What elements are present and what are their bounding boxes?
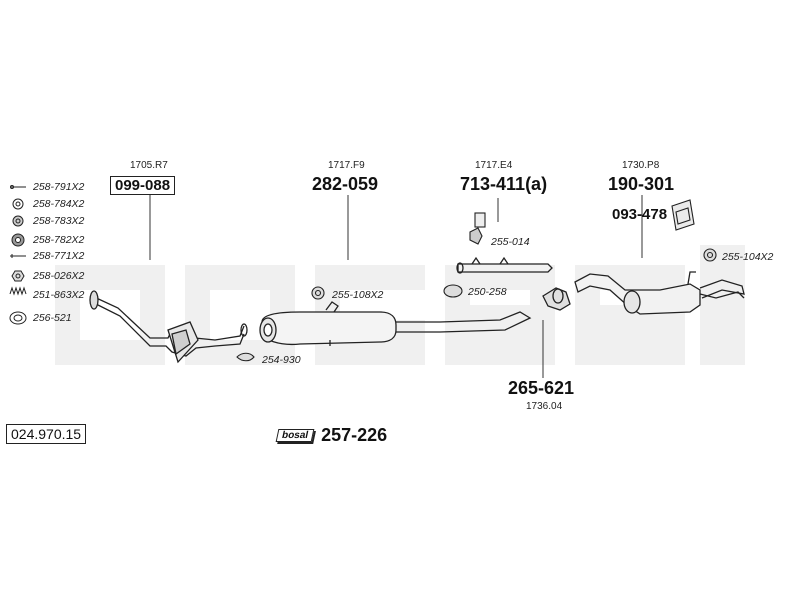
leader-lines bbox=[149, 195, 643, 378]
bolt-icon bbox=[10, 185, 26, 189]
rear-muffler-ref: 1730.P8 bbox=[622, 160, 660, 171]
washer-icon bbox=[12, 198, 24, 210]
diagram-code: 024.970.15 bbox=[6, 424, 87, 444]
kit-part-number[interactable]: 257-226 bbox=[321, 425, 388, 445]
front-pipe-drawing bbox=[89, 290, 248, 364]
legend-item: 251-863X2 bbox=[33, 289, 85, 301]
front-pipe-part-number[interactable]: 099-088 bbox=[110, 176, 176, 195]
legend-item: 258-783X2 bbox=[33, 215, 85, 227]
connector-ref: 1736.04 bbox=[526, 401, 563, 412]
rear-muffler-drawing bbox=[574, 271, 745, 315]
stud-icon bbox=[10, 254, 26, 258]
intermediate-pipe-part-number[interactable]: 713-411(a) bbox=[460, 174, 548, 194]
legend-item: 258-782X2 bbox=[33, 234, 85, 246]
clamp-mid-label[interactable]: 255-014 bbox=[491, 236, 530, 248]
center-muffler-ref: 1717.F9 bbox=[328, 160, 365, 171]
center-muffler-drawing bbox=[259, 301, 532, 346]
legend-item: 258-026X2 bbox=[33, 270, 85, 282]
legend-item: 258-791X2 bbox=[33, 181, 85, 193]
hardware-icons bbox=[236, 199, 717, 362]
spring-washer-icon bbox=[12, 215, 24, 227]
hex-nut-icon bbox=[11, 270, 25, 282]
legend-icons bbox=[9, 185, 27, 325]
intermediate-pipe-ref: 1717.E4 bbox=[475, 160, 513, 171]
connector-drawing bbox=[542, 287, 571, 311]
spring-icon bbox=[9, 286, 27, 296]
gasket-ring-icon bbox=[9, 311, 27, 325]
legend-item: 258-771X2 bbox=[33, 250, 85, 262]
rear-muffler-part-number[interactable]: 190-301 bbox=[608, 174, 675, 194]
rear-bracket-part-number[interactable]: 093-478 bbox=[612, 206, 668, 223]
clamp-center-label[interactable]: 255-108X2 bbox=[332, 289, 384, 301]
bosal-logo: bosal bbox=[275, 429, 315, 442]
center-muffler-part-number[interactable]: 282-059 bbox=[312, 174, 379, 194]
legend-item: 256-521 bbox=[33, 312, 72, 324]
clamp-mid2-label[interactable]: 250-258 bbox=[468, 286, 507, 298]
front-pipe-ref: 1705.R7 bbox=[130, 160, 168, 171]
gasket-cat-label[interactable]: 254-930 bbox=[262, 354, 301, 366]
kit-row: bosal 257-226 bbox=[275, 425, 388, 446]
clamp-rear-label[interactable]: 255-104X2 bbox=[722, 251, 774, 263]
intermediate-pipe-drawing bbox=[456, 256, 553, 274]
nut-icon bbox=[11, 233, 25, 247]
legend-item: 258-784X2 bbox=[33, 198, 85, 210]
connector-part-number[interactable]: 265-621 bbox=[508, 378, 575, 398]
